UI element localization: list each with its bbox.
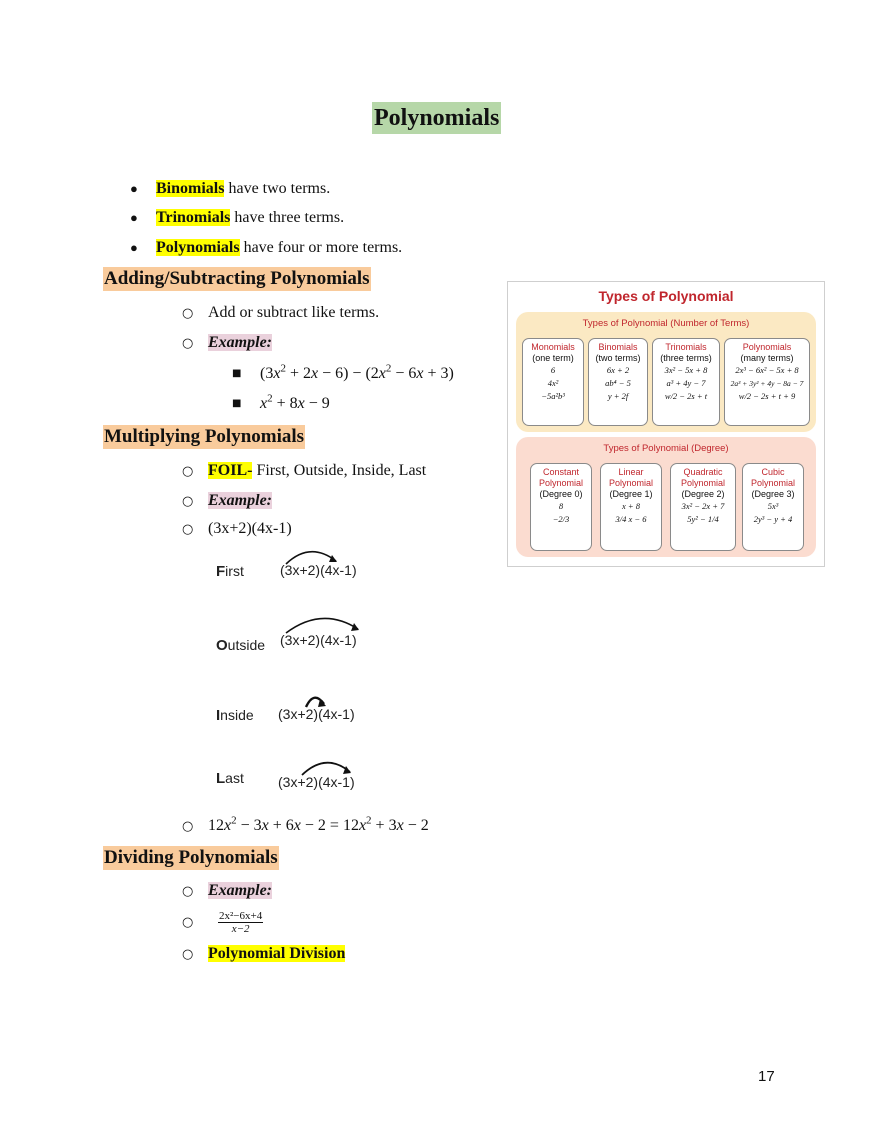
multiplying-example: ○ Example: bbox=[182, 491, 272, 512]
math-expression: 12x2 − 3x + 6x − 2 = 12x2 + 3x − 2 bbox=[208, 814, 429, 834]
foil-rule: ○ FOIL- First, Outside, Inside, Last bbox=[182, 461, 426, 482]
circle-bullet-icon: ○ bbox=[182, 884, 194, 899]
card-binomials: Binomials (two terms) 6x + 2 ab⁴ − 5 y +… bbox=[588, 338, 648, 426]
card-linear: Linear Polynomial (Degree 1) x + 8 3/4 x… bbox=[600, 463, 662, 551]
arc-arrow-icon bbox=[301, 761, 351, 776]
card-quadratic: Quadratic Polynomial (Degree 2) 3x² − 2x… bbox=[670, 463, 736, 551]
dividing-link-row: ○ Polynomial Division bbox=[182, 944, 346, 965]
section-heading-dividing: Dividing Polynomials bbox=[103, 846, 279, 870]
example-label: Example: bbox=[208, 882, 272, 899]
adding-answer: ■ x2 + 8x − 9 bbox=[232, 392, 330, 414]
fraction-numerator: 2x²−6x+4 bbox=[218, 910, 264, 923]
foil-expression-inside: (3x+2)(4x-1) bbox=[278, 706, 355, 722]
polynomial-division-link[interactable]: Polynomial Division bbox=[208, 945, 346, 962]
bullet-dot-icon: ● bbox=[130, 210, 138, 225]
card-trinomials: Trinomials (three terms) 3x² − 5x + 8 a³… bbox=[652, 338, 720, 426]
bullet-term: Polynomials bbox=[156, 239, 240, 256]
problem-text: (3x+2)(4x-1) bbox=[208, 520, 292, 537]
page-title: Polynomials bbox=[372, 102, 502, 134]
card-polynomials: Polynomials (many terms) 2x³ − 6x² − 5x … bbox=[724, 338, 810, 426]
adding-example: ○ Example: bbox=[182, 333, 272, 354]
foil-expression-first: (3x+2)(4x-1) bbox=[280, 562, 357, 578]
foil-step-last: Last bbox=[216, 770, 244, 787]
circle-bullet-icon: ○ bbox=[182, 336, 194, 351]
bullet-trinomials: ● Trinomials have three terms. bbox=[130, 208, 344, 228]
arc-arrow-icon bbox=[285, 550, 337, 565]
adding-rule: ○ Add or subtract like terms. bbox=[182, 303, 379, 324]
bullet-polynomials: ● Polynomials have four or more terms. bbox=[130, 238, 402, 258]
circle-bullet-icon: ○ bbox=[182, 819, 194, 834]
figure-title: Types of Polynomial bbox=[598, 288, 734, 304]
section-heading-multiplying: Multiplying Polynomials bbox=[103, 425, 306, 449]
adding-problem: ■ (3x2 + 2x − 6) − (2x2 − 6x + 3) bbox=[232, 362, 454, 384]
circle-bullet-icon: ○ bbox=[182, 947, 194, 962]
example-label: Example: bbox=[208, 334, 272, 351]
card-monomials: Monomials (one term) 6 4x² −5a²b³ bbox=[522, 338, 584, 426]
bullet-text: have four or more terms. bbox=[239, 239, 403, 256]
foil-term: FOIL- bbox=[208, 462, 253, 479]
circle-bullet-icon: ○ bbox=[182, 915, 194, 931]
bullet-binomials: ● Binomials have two terms. bbox=[130, 179, 330, 199]
circle-bullet-icon: ○ bbox=[182, 464, 194, 479]
multiplying-problem: ○ (3x+2)(4x-1) bbox=[182, 519, 292, 540]
types-of-polynomial-figure: Types of Polynomial Types of Polynomial … bbox=[507, 281, 825, 567]
degree-panel: Types of Polynomial (Degree) Constant Po… bbox=[516, 437, 816, 557]
foil-text: First, Outside, Inside, Last bbox=[252, 462, 427, 479]
multiplying-result: ○ 12x2 − 3x + 6x − 2 = 12x2 + 3x − 2 bbox=[182, 814, 429, 837]
page-number: 17 bbox=[758, 1068, 775, 1085]
example-label: Example: bbox=[208, 492, 272, 509]
bullet-dot-icon: ● bbox=[130, 181, 138, 196]
panel-heading: Types of Polynomial (Number of Terms) bbox=[582, 318, 750, 329]
fraction-denominator: x−2 bbox=[231, 923, 250, 935]
foil-expression-outside: (3x+2)(4x-1) bbox=[280, 632, 357, 648]
square-bullet-icon: ■ bbox=[232, 368, 242, 379]
card-cubic: Cubic Polynomial (Degree 3) 5x³ 2y³ − y … bbox=[742, 463, 804, 551]
section-heading-adding: Adding/Subtracting Polynomials bbox=[103, 267, 371, 291]
foil-step-outside: Outside bbox=[216, 637, 266, 654]
square-bullet-icon: ■ bbox=[232, 398, 242, 409]
card-constant: Constant Polynomial (Degree 0) 8 −2/3 bbox=[530, 463, 592, 551]
math-expression: (3x2 + 2x − 6) − (2x2 − 6x + 3) bbox=[260, 362, 454, 382]
bullet-term: Trinomials bbox=[156, 209, 231, 226]
number-of-terms-panel: Types of Polynomial (Number of Terms) Mo… bbox=[516, 312, 816, 432]
dividing-example: ○ Example: bbox=[182, 881, 272, 902]
circle-bullet-icon: ○ bbox=[182, 522, 194, 537]
foil-step-inside: Inside bbox=[216, 707, 254, 724]
panel-heading: Types of Polynomial (Degree) bbox=[603, 443, 729, 454]
circle-bullet-icon: ○ bbox=[182, 494, 194, 509]
foil-expression-last: (3x+2)(4x-1) bbox=[278, 774, 355, 790]
circle-bullet-icon: ○ bbox=[182, 306, 194, 321]
bullet-text: have two terms. bbox=[224, 180, 331, 197]
bullet-term: Binomials bbox=[156, 180, 225, 197]
bullet-dot-icon: ● bbox=[130, 240, 138, 255]
math-expression: x2 + 8x − 9 bbox=[260, 392, 330, 412]
arc-arrow-icon bbox=[285, 617, 359, 634]
bullet-text: have three terms. bbox=[230, 209, 345, 226]
rule-text: Add or subtract like terms. bbox=[208, 304, 380, 321]
arc-arrow-icon bbox=[304, 696, 326, 708]
foil-step-first: First bbox=[216, 563, 244, 580]
